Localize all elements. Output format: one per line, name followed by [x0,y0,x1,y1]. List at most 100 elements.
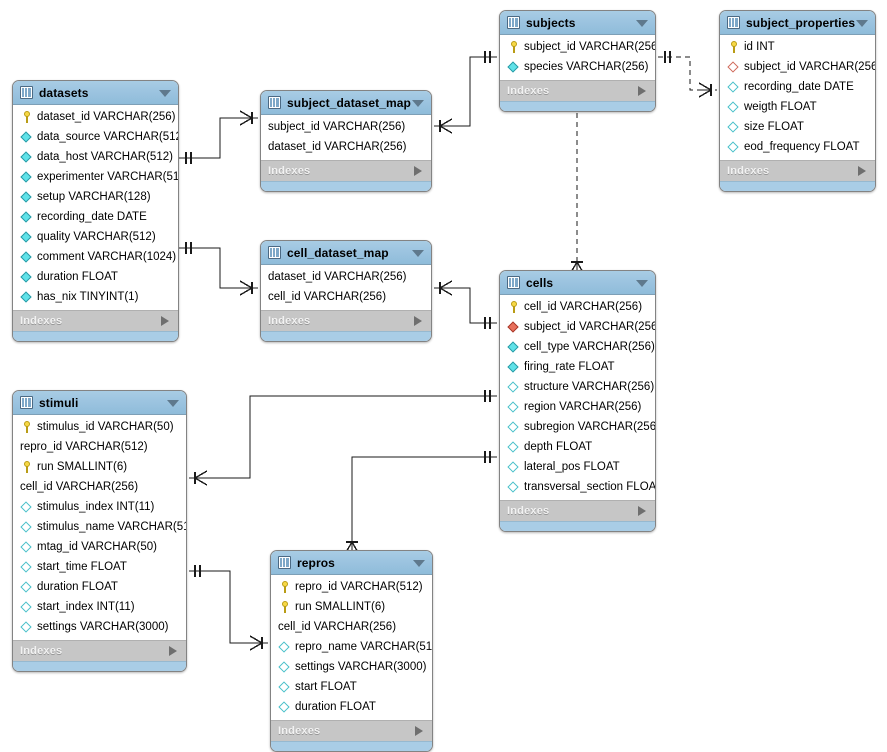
expand-arrow-icon[interactable] [169,646,177,656]
column-row[interactable]: cell_type VARCHAR(256) [500,337,655,357]
indexes-section-subjects[interactable]: Indexes [500,80,655,101]
column-diamond-icon [20,560,34,574]
indexes-section-repros[interactable]: Indexes [271,720,432,741]
expand-arrow-icon[interactable] [161,316,169,326]
column-row[interactable]: stimulus_name VARCHAR(512) [13,517,186,537]
column-row[interactable]: repro_name VARCHAR(512) [271,637,432,657]
table-header-cell_dataset_map[interactable]: cell_dataset_map [261,241,431,265]
table-header-subject_properties[interactable]: subject_properties [720,11,875,35]
column-row[interactable]: cell_id VARCHAR(256) [500,297,655,317]
column-label: cell_id VARCHAR(256) [20,481,139,493]
expand-arrow-icon[interactable] [638,86,646,96]
column-row[interactable]: id INT [720,37,875,57]
column-row[interactable]: recording_date DATE [13,207,178,227]
column-row[interactable]: subject_id VARCHAR(256) [500,37,655,57]
column-row[interactable]: species VARCHAR(256) [500,57,655,77]
column-row[interactable]: structure VARCHAR(256) [500,377,655,397]
column-row[interactable]: stimulus_id VARCHAR(50) [13,417,186,437]
indexes-label: Indexes [727,165,770,177]
column-row[interactable]: weigth FLOAT [720,97,875,117]
column-row[interactable]: eod_frequency FLOAT [720,137,875,157]
column-row[interactable]: size FLOAT [720,117,875,137]
column-row[interactable]: quality VARCHAR(512) [13,227,178,247]
expand-arrow-icon[interactable] [414,166,422,176]
table-name: subject_dataset_map [287,95,411,110]
column-label: stimulus_name VARCHAR(512) [37,521,187,533]
column-row[interactable]: settings VARCHAR(3000) [271,657,432,677]
indexes-section-datasets[interactable]: Indexes [13,310,178,331]
column-row[interactable]: setup VARCHAR(128) [13,187,178,207]
column-row[interactable]: subject_id VARCHAR(256) [261,117,431,137]
expand-arrow-icon[interactable] [415,726,423,736]
column-row[interactable]: firing_rate FLOAT [500,357,655,377]
column-row[interactable]: dataset_id VARCHAR(256) [261,267,431,287]
indexes-section-cells[interactable]: Indexes [500,500,655,521]
column-row[interactable]: subject_id VARCHAR(256) [720,57,875,77]
chevron-down-icon[interactable] [636,19,648,27]
expand-arrow-icon[interactable] [638,506,646,516]
column-row[interactable]: lateral_pos FLOAT [500,457,655,477]
table-subject_dataset_map[interactable]: subject_dataset_map subject_id VARCHAR(25… [260,90,432,192]
foreign-key-diamond-icon [727,60,741,74]
chevron-down-icon[interactable] [159,89,171,97]
chevron-down-icon[interactable] [412,249,424,257]
indexes-section-stimuli[interactable]: Indexes [13,640,186,661]
column-row[interactable]: has_nix TINYINT(1) [13,287,178,307]
column-row[interactable]: transversal_section FLOAT [500,477,655,497]
column-row[interactable]: start_index INT(11) [13,597,186,617]
column-row[interactable]: dataset_id VARCHAR(256) [13,107,178,127]
column-row[interactable]: stimulus_index INT(11) [13,497,186,517]
column-row[interactable]: recording_date DATE [720,77,875,97]
indexes-section-subject_properties[interactable]: Indexes [720,160,875,181]
chevron-down-icon[interactable] [413,559,425,567]
table-header-subject_dataset_map[interactable]: subject_dataset_map [261,91,431,115]
column-row[interactable]: comment VARCHAR(1024) [13,247,178,267]
column-label: settings VARCHAR(3000) [295,661,427,673]
table-header-repros[interactable]: repros [271,551,432,575]
column-row[interactable]: settings VARCHAR(3000) [13,617,186,637]
column-list: subject_id VARCHAR(256)dataset_id VARCHA… [261,115,431,160]
column-row[interactable]: cell_id VARCHAR(256) [13,477,186,497]
column-row[interactable]: experimenter VARCHAR(512) [13,167,178,187]
chevron-down-icon[interactable] [167,399,179,407]
expand-arrow-icon[interactable] [414,316,422,326]
indexes-section-cell_dataset_map[interactable]: Indexes [261,310,431,331]
chevron-down-icon[interactable] [412,99,424,107]
column-row[interactable]: dataset_id VARCHAR(256) [261,137,431,157]
column-row[interactable]: duration FLOAT [13,267,178,287]
column-row[interactable]: duration FLOAT [13,577,186,597]
column-row[interactable]: data_source VARCHAR(512) [13,127,178,147]
table-header-stimuli[interactable]: stimuli [13,391,186,415]
column-row[interactable]: repro_id VARCHAR(512) [13,437,186,457]
table-header-cells[interactable]: cells [500,271,655,295]
chevron-down-icon[interactable] [636,279,648,287]
indexes-section-subject_dataset_map[interactable]: Indexes [261,160,431,181]
expand-arrow-icon[interactable] [858,166,866,176]
column-row[interactable]: start_time FLOAT [13,557,186,577]
column-label: setup VARCHAR(128) [37,191,151,203]
table-header-datasets[interactable]: datasets [13,81,178,105]
column-row[interactable]: mtag_id VARCHAR(50) [13,537,186,557]
table-header-subjects[interactable]: subjects [500,11,655,35]
column-row[interactable]: start FLOAT [271,677,432,697]
column-row[interactable]: subregion VARCHAR(256) [500,417,655,437]
column-row[interactable]: data_host VARCHAR(512) [13,147,178,167]
column-row[interactable]: cell_id VARCHAR(256) [261,287,431,307]
column-row[interactable]: duration FLOAT [271,697,432,717]
chevron-down-icon[interactable] [856,19,868,27]
column-row[interactable]: run SMALLINT(6) [271,597,432,617]
column-row[interactable]: cell_id VARCHAR(256) [271,617,432,637]
column-row[interactable]: subject_id VARCHAR(256) [500,317,655,337]
column-row[interactable]: run SMALLINT(6) [13,457,186,477]
column-row[interactable]: region VARCHAR(256) [500,397,655,417]
column-row[interactable]: repro_id VARCHAR(512) [271,577,432,597]
column-row[interactable]: depth FLOAT [500,437,655,457]
